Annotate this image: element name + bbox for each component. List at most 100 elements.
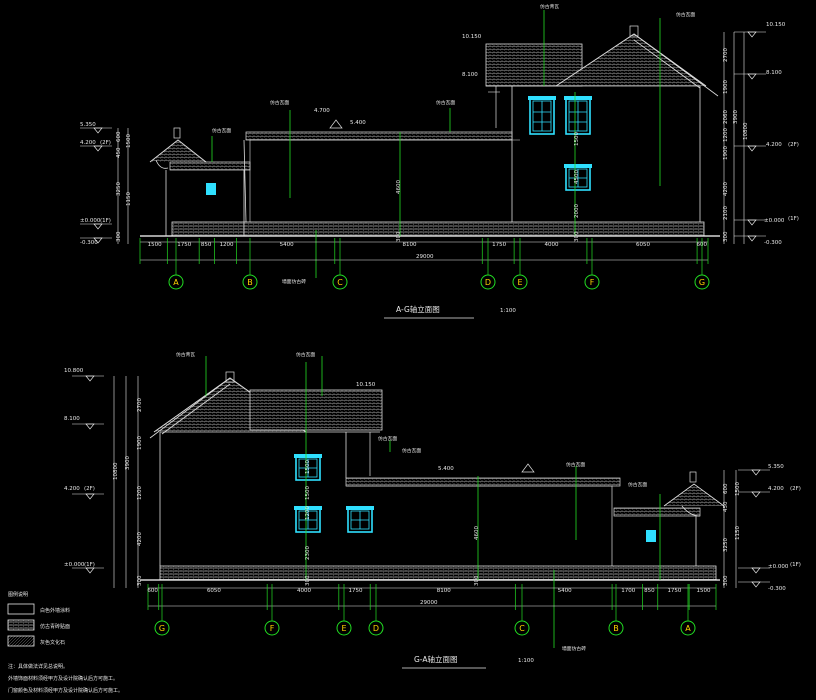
- span-dim: 8100: [437, 588, 451, 594]
- elevation-g-a: 仿古青瓦 仿古瓦面 仿古瓦面 仿古瓦面 仿古瓦面 仿古瓦面 墙面仿古砖 10.1…: [64, 351, 801, 669]
- legend-note: 门窗颜色及材料须经甲方及设计院确认后方可施工。: [8, 687, 123, 694]
- wall-coping: [245, 131, 513, 141]
- svg-text:300: 300: [116, 231, 122, 242]
- span-dim: 1500: [697, 588, 711, 594]
- level-right: -0.300: [764, 240, 782, 246]
- level-tag: (2F): [100, 140, 111, 146]
- elevation-scale: 1:100: [518, 658, 534, 664]
- axis-bubble: [336, 620, 352, 636]
- level-left: ±0.000: [80, 218, 101, 224]
- span-dim: 6050: [207, 588, 221, 594]
- axis-label: F: [590, 278, 595, 287]
- axis-bubble: [264, 620, 280, 636]
- label-wall-brick: 墙面仿古砖: [562, 645, 586, 652]
- vdim-right: 2700 1900 2060 1200 1900 4200 2100 300 3…: [723, 48, 749, 242]
- level-right: 10.150: [766, 22, 786, 28]
- label-roof: 仿古青瓦: [540, 3, 559, 10]
- svg-text:1900: 1900: [137, 436, 143, 450]
- svg-text:300: 300: [723, 575, 729, 586]
- svg-text:1200: 1200: [305, 506, 311, 520]
- label-roof-main: 仿古瓦面: [676, 11, 695, 18]
- axis-bubble: [332, 274, 348, 290]
- svg-text:300: 300: [396, 231, 402, 242]
- svg-text:1200: 1200: [723, 128, 729, 142]
- level-mark: 5.400: [350, 120, 366, 126]
- svg-text:3250: 3250: [116, 182, 122, 196]
- svg-text:1150: 1150: [735, 526, 741, 540]
- elevation-title: A-G轴立面图: [396, 304, 440, 314]
- svg-text:300: 300: [137, 575, 143, 586]
- svg-text:1500: 1500: [126, 134, 132, 148]
- legend-swatch-brick: [7, 619, 35, 631]
- span-dim: 1750: [177, 242, 191, 248]
- label-wall-roof: 仿古瓦面: [270, 99, 289, 106]
- label-wall-roof: 仿古瓦面: [402, 447, 421, 454]
- svg-text:4600: 4600: [396, 180, 402, 194]
- svg-text:2700: 2700: [137, 398, 143, 412]
- level-mark: 5.400: [438, 466, 454, 472]
- svg-text:1900: 1900: [723, 146, 729, 160]
- svg-text:4200: 4200: [723, 182, 729, 196]
- axis-bubble: [480, 274, 496, 290]
- legend-title: 图例说明: [8, 591, 28, 598]
- level-left: 8.100: [64, 416, 80, 422]
- svg-text:4200: 4200: [137, 532, 143, 546]
- svg-text:1500: 1500: [574, 132, 580, 146]
- label-roof-2: 仿古瓦面: [296, 351, 315, 358]
- level-left: -0.300: [80, 240, 98, 246]
- level-mark: 10.150: [356, 382, 376, 388]
- svg-text:300: 300: [474, 575, 480, 586]
- legend-swatch-stone: [7, 635, 35, 647]
- axis-label: G: [159, 624, 165, 633]
- vdim-left: 600 450 3250 300 1500 1150: [116, 131, 132, 242]
- label-beam: 仿古瓦面: [378, 435, 397, 442]
- total-dim: 29000: [416, 254, 434, 260]
- level-right: 5.350: [768, 464, 784, 470]
- span-dim: 8100: [403, 242, 417, 248]
- axis-bubble: [680, 620, 696, 636]
- legend-item: 灰色文化石: [40, 639, 65, 646]
- axis-label: D: [373, 624, 379, 633]
- axis-label: F: [270, 624, 275, 633]
- level-right: ±0.000: [764, 218, 785, 224]
- svg-text:2100: 2100: [723, 206, 729, 220]
- level-tag: (2F): [84, 486, 95, 492]
- level-right: 4.200: [766, 142, 782, 148]
- legend-item: 白色外墙涂料: [40, 607, 70, 614]
- plinth: [171, 221, 705, 237]
- label-wall-roof-2: 仿古瓦面: [566, 461, 585, 468]
- legend: 图例说明 白色外墙涂料 仿古青砖贴面 灰色文化石 注：具体做法详见总说明。 外墙…: [7, 591, 123, 694]
- axis-label: D: [485, 278, 491, 287]
- level-mark: 8.100: [462, 72, 478, 78]
- level-right: ±0.000: [768, 564, 789, 570]
- span-dim: 850: [644, 588, 655, 594]
- span-dim: 6050: [636, 242, 650, 248]
- axis-bubble: [242, 274, 258, 290]
- svg-text:4500: 4500: [574, 170, 580, 184]
- elevation-a-g: 仿古青瓦 仿古瓦面 仿古瓦面 仿古瓦面 仿古瓦面 墙面仿古砖 10.150 8.…: [79, 3, 799, 319]
- svg-text:1500: 1500: [735, 482, 741, 496]
- label-roof: 仿古青瓦: [176, 351, 195, 358]
- axis-bubble: [368, 620, 384, 636]
- level-tag: (1F): [84, 562, 95, 568]
- vdim-right: 600 450 3250 300 1500 1150: [723, 482, 741, 586]
- axis-label: E: [341, 624, 346, 633]
- svg-text:300: 300: [723, 231, 729, 242]
- axis-label: A: [173, 278, 179, 287]
- vdim-mid: 4600 300 1500 1500 1200 2300 300: [305, 460, 480, 586]
- label-wall-roof-2: 仿古瓦面: [436, 99, 455, 106]
- elevation-title: G-A轴立面图: [414, 654, 457, 664]
- level-right: -0.300: [768, 586, 786, 592]
- svg-text:3900: 3900: [125, 456, 131, 470]
- level-tag: (2F): [790, 486, 801, 492]
- svg-text:450: 450: [116, 147, 122, 158]
- vdim-mid: 4600 300 1500 4500 2000 300: [396, 132, 580, 242]
- span-dim: 1750: [349, 588, 363, 594]
- axis-label: C: [337, 278, 343, 287]
- span-dim: 4000: [545, 242, 559, 248]
- axis-bubble: [168, 274, 184, 290]
- legend-note: 注：具体做法详见总说明。: [8, 663, 68, 670]
- total-dim: 29000: [420, 600, 438, 606]
